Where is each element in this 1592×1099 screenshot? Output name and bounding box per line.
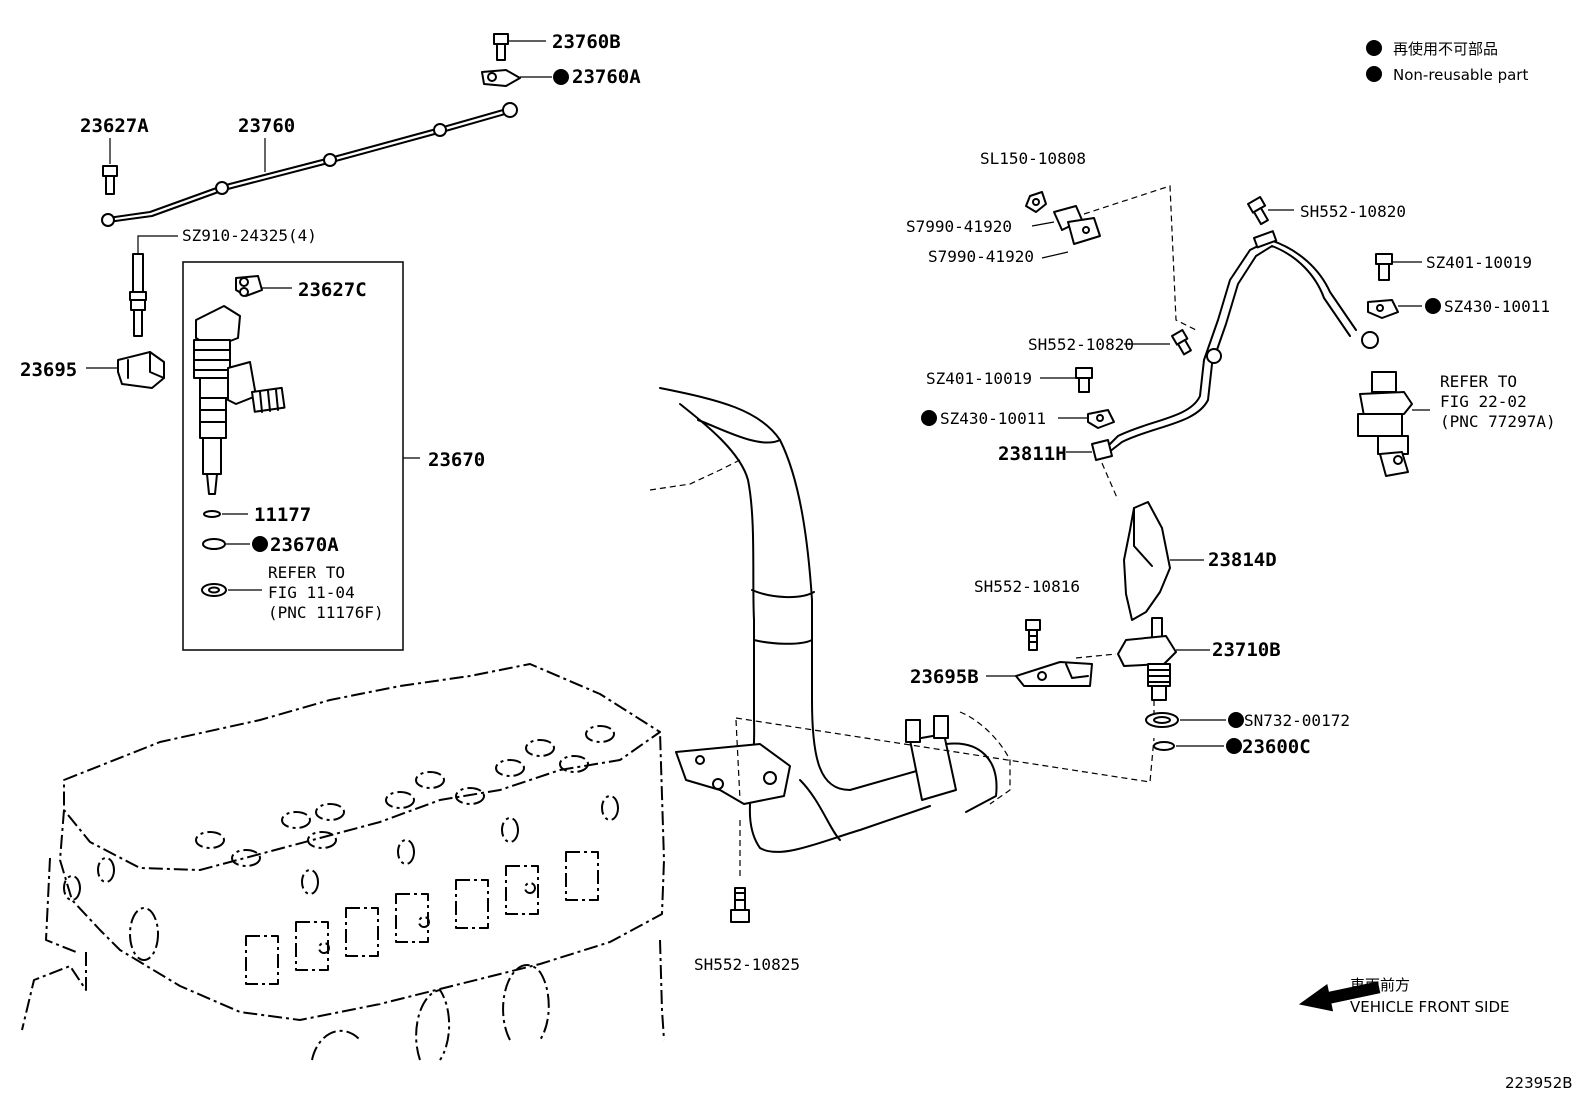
label-sh552-10816: SH552-10816 (974, 577, 1080, 596)
label-23627C: 23627C (298, 279, 367, 301)
legend: 再使用不可部品 Non-reusable part (1366, 40, 1528, 84)
label-23695: 23695 (20, 359, 77, 381)
label-sz430-10011-top: SZ430-10011 (1444, 297, 1550, 316)
legend-en: Non-reusable part (1393, 66, 1528, 84)
front-direction-arrow (1298, 981, 1381, 1012)
legend-jp: 再使用不可部品 (1393, 40, 1498, 58)
direction-jp: 車両前方 (1350, 976, 1410, 994)
label-11177: 11177 (254, 504, 311, 526)
injector-clamp-23695 (86, 351, 165, 389)
label-sz430-10011-mid: SZ430-10011 (940, 409, 1046, 428)
label-sh552-10825: SH552-10825 (694, 955, 800, 974)
label-23760: 23760 (238, 115, 295, 137)
stud-bolt (129, 235, 178, 337)
refer-to-line1: REFER TO (268, 563, 345, 582)
bolt-sh552-10825 (730, 887, 750, 923)
label-sh552-10820-mid: SH552-10820 (1028, 335, 1134, 354)
label-23760A: 23760A (572, 66, 641, 88)
label-23710B: 23710B (1212, 639, 1281, 661)
label-23760B: 23760B (552, 31, 621, 53)
refer-to-line2: FIG 11-04 (268, 583, 355, 602)
label-sl150-10808: SL150-10808 (980, 149, 1086, 168)
direction-en: VEHICLE FRONT SIDE (1350, 998, 1510, 1016)
label-23814D: 23814D (1208, 549, 1277, 571)
label-sz401-10019-mid: SZ401-10019 (926, 369, 1032, 388)
label-s7990-41920-a: S7990-41920 (906, 217, 1012, 236)
label-23670A: 23670A (270, 534, 339, 556)
label-sh552-10820-top: SH552-10820 (1300, 202, 1406, 221)
refer2-line3: (PNC 77297A) (1440, 412, 1556, 431)
injector-23670 (193, 275, 292, 597)
label-23670: 23670 (428, 449, 485, 471)
label-sz910-24325: SZ910-24325(4) (182, 226, 317, 245)
refer2-line2: FIG 22-02 (1440, 392, 1527, 411)
injector-assembly-box (182, 261, 404, 651)
non-reusable-dot-icon (1366, 40, 1382, 56)
diagram-id: 223952B (1505, 1074, 1573, 1092)
intake-pipe (649, 387, 1011, 853)
injection-pipe-assembly (101, 33, 569, 227)
label-23695B: 23695B (910, 666, 979, 688)
refer2-line1: REFER TO (1440, 372, 1517, 391)
refer-to-line3: (PNC 11176F) (268, 603, 384, 622)
label-23627A: 23627A (80, 115, 149, 137)
label-23811H: 23811H (998, 443, 1067, 465)
callout-labels: 23760B 23760A 23627A 23760 SZ910-24325(4… (20, 31, 1556, 974)
label-s7990-41920-b: S7990-41920 (928, 247, 1034, 266)
sensor-harness (921, 191, 1441, 754)
label-sn732-00172: SN732-00172 (1244, 711, 1350, 730)
non-reusable-dot-icon (1366, 66, 1382, 82)
direction-label: 車両前方 VEHICLE FRONT SIDE (1350, 976, 1510, 1016)
label-23600C: 23600C (1242, 736, 1311, 758)
label-sz401-10019-top: SZ401-10019 (1426, 253, 1532, 272)
cylinder-head (21, 663, 665, 1061)
